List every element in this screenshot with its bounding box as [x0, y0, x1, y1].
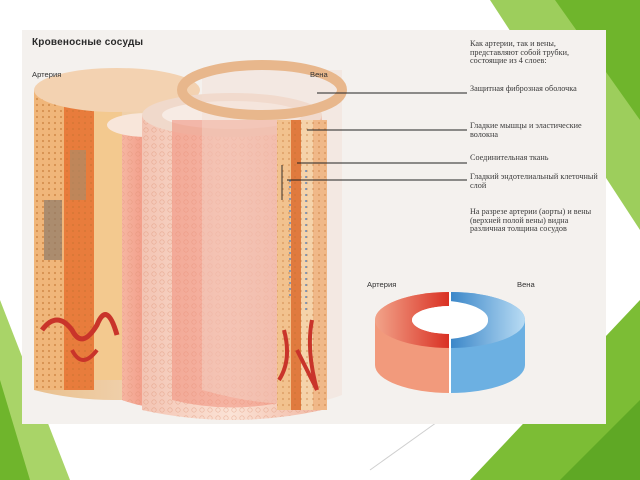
- layer-4-text: Гладкий эндотелиальный клеточный слой: [470, 172, 598, 190]
- layer-1-text: Защитная фиброзная оболочка: [470, 84, 577, 93]
- label-vein-ring: Вена: [517, 280, 535, 289]
- caption-text: На разрезе артерии (аорты) и вены (верхн…: [470, 207, 592, 234]
- illustration-panel: Кровеносные сосуды: [22, 30, 606, 424]
- intro-text: Как артерии, так и вены, представляют со…: [470, 39, 569, 66]
- leader-lines: [281, 92, 467, 200]
- layer-2-text: Гладкие мышцы и эластические волокна: [470, 121, 582, 139]
- cross-section-rings: [375, 292, 525, 393]
- layer-3-text: Соединительная ткань: [470, 153, 549, 162]
- blood-vessels-illustration: [34, 60, 525, 420]
- label-vein-top: Вена: [310, 70, 328, 79]
- vein-cylinder: [177, 60, 347, 410]
- page-title: Кровеносные сосуды: [32, 37, 144, 48]
- label-artery-top: Артерия: [32, 70, 62, 79]
- label-artery-ring: Артерия: [367, 280, 397, 289]
